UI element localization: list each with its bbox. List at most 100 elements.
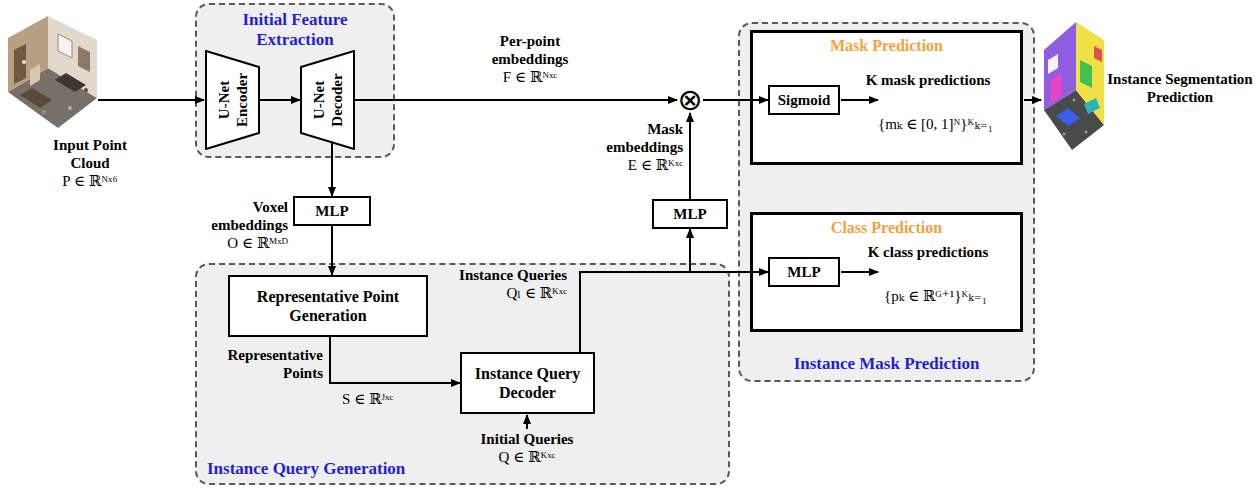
annotation: Per-point embeddings [465, 32, 595, 68]
dashed-panel: Instance Query Generation Representative … [195, 263, 730, 485]
trapezoid-outline [300, 50, 355, 150]
math-annotation: S ∈ ℝᴶˣᶜ [342, 390, 452, 408]
encoder-trapezoid: U-Net Encoder [205, 50, 260, 150]
input-point-cloud [48, 16, 97, 98]
math-annotation: E ∈ ℝᴷˣᶜ [578, 156, 683, 174]
label-group: Voxel embeddingsO ∈ ℝᴹˣᴰ [196, 198, 288, 252]
process-box: Sigmoid [768, 85, 840, 115]
annotation: Voxel embeddings [196, 198, 288, 234]
trapezoid-outline [206, 51, 259, 149]
input-point-cloud [8, 16, 97, 128]
math-annotation: Qₗ ∈ ℝᴷˣᶜ [440, 284, 567, 302]
layout-arrow [98, 100, 1041, 429]
math-annotation: Q ∈ ℝᴷˣᶜ [462, 448, 592, 466]
output-segmentation [1085, 131, 1088, 134]
input-point-cloud [22, 60, 26, 64]
output-segmentation [1044, 22, 1104, 150]
annotation: Instance Segmentation Prediction [1106, 70, 1254, 106]
output-segmentation [1048, 54, 1058, 74]
input-point-cloud [20, 88, 52, 108]
node-label: K class predictions [865, 243, 991, 261]
layout-arrow [526, 415, 528, 429]
panel-title: Mask Prediction [759, 36, 1014, 55]
node-label: {pₖ ∈ ℝᴳ⁺¹}ᴷₖ₌₁ [848, 287, 1023, 305]
output-segmentation [1050, 72, 1062, 104]
input-point-cloud [14, 44, 26, 84]
node-label: U-Net Encoder [215, 60, 251, 140]
input-point-cloud [84, 88, 88, 92]
node-label: MLP [654, 205, 726, 223]
dashed-panel: Initial Feature ExtractionU-Net Encoder U… [195, 3, 395, 158]
arrow-connector [331, 143, 333, 196]
label-group: Representative Points [215, 346, 323, 382]
arrow-connector [330, 337, 460, 383]
node-label: {mₖ ∈ [0, 1]ᴺ}ᴷₖ₌₁ [848, 115, 1023, 133]
process-box: MLP [652, 199, 728, 229]
prediction-box: Class Prediction K class predictions {pₖ ∈… [750, 212, 1023, 332]
math-annotation: P ∈ ℝᴺˣ⁶ [38, 172, 142, 190]
panel-title: Initial Feature Extraction [207, 10, 383, 49]
label-group: Instance QueriesQₗ ∈ ℝᴷˣᶜ [440, 266, 567, 302]
trapezoid-outline [205, 50, 260, 150]
arrow-connector [703, 99, 768, 101]
annotation: Instance Queries [440, 266, 567, 284]
input-point-cloud [42, 110, 46, 114]
arrow-connector [260, 99, 300, 101]
annotation: Mask embeddings [578, 120, 683, 156]
node-label: ⊗ [677, 87, 703, 113]
annotation: Representative Points [215, 346, 323, 382]
output-segmentation [1076, 22, 1104, 125]
panel-title: Instance Query Generation [207, 459, 405, 479]
arrow-connector [331, 226, 333, 275]
input-point-cloud [55, 73, 86, 92]
process-box: Representative Point Generation [228, 275, 428, 337]
arrow-connector [580, 229, 690, 352]
dashed-panel: Instance Mask Prediction Mask PredictionK… [738, 22, 1035, 382]
trapezoid-outline [301, 51, 354, 149]
output-segmentation [1094, 46, 1102, 62]
layout-arrow [98, 99, 204, 101]
prediction-box: Mask Prediction K mask predictions {mₖ ∈ [… [750, 30, 1023, 165]
node-label: K mask predictions [865, 71, 991, 89]
layout-arrow [1024, 99, 1041, 101]
label-group: Input Point CloudP ∈ ℝᴺˣ⁶ [38, 136, 142, 190]
input-point-cloud [8, 16, 48, 92]
arrow-connector [580, 272, 768, 352]
label-group: S ∈ ℝᴶˣᶜ [342, 390, 452, 408]
multiply-symbol: ⊗ [677, 87, 703, 113]
output-segmentation [1080, 60, 1092, 88]
arrow-connector [355, 99, 677, 101]
node-label: MLP [770, 263, 838, 281]
label-group: Mask embeddingsE ∈ ℝᴷˣᶜ [578, 120, 683, 174]
output-segmentation [1044, 22, 1076, 110]
process-box: Instance Query Decoder [460, 352, 595, 414]
input-point-cloud [68, 106, 72, 110]
label-group: Per-point embeddingsF ∈ ℝᴺˣᶜ [465, 32, 595, 86]
node-label: Instance Query Decoder [462, 364, 593, 402]
node-label: Representative Point Generation [230, 287, 426, 325]
input-point-cloud [58, 34, 72, 58]
decoder-trapezoid: U-Net Decoder [300, 50, 355, 150]
node-label: U-Net Decoder [310, 60, 346, 140]
arrow-connector [689, 113, 691, 199]
input-point-cloud [78, 46, 90, 72]
output-segmentation [1073, 99, 1076, 102]
annotation: Initial Queries [462, 430, 592, 448]
process-box: MLP [768, 257, 840, 287]
process-box: MLP [293, 196, 371, 226]
annotation: Input Point Cloud [38, 136, 142, 172]
output-segmentation [1056, 108, 1080, 126]
layout-arrow [841, 271, 878, 273]
panel-title: Class Prediction [759, 218, 1014, 237]
label-group: Instance Segmentation Prediction [1106, 70, 1254, 106]
panel-title: Instance Mask Prediction [746, 354, 1027, 374]
math-annotation: O ∈ ℝᴹˣᴰ [196, 234, 288, 252]
output-segmentation [1063, 133, 1066, 136]
layout-arrow [841, 99, 878, 101]
input-point-cloud [30, 64, 40, 86]
node-label: Sigmoid [770, 91, 838, 109]
output-segmentation [1084, 98, 1100, 114]
math-annotation: F ∈ ℝᴺˣᶜ [465, 68, 595, 86]
